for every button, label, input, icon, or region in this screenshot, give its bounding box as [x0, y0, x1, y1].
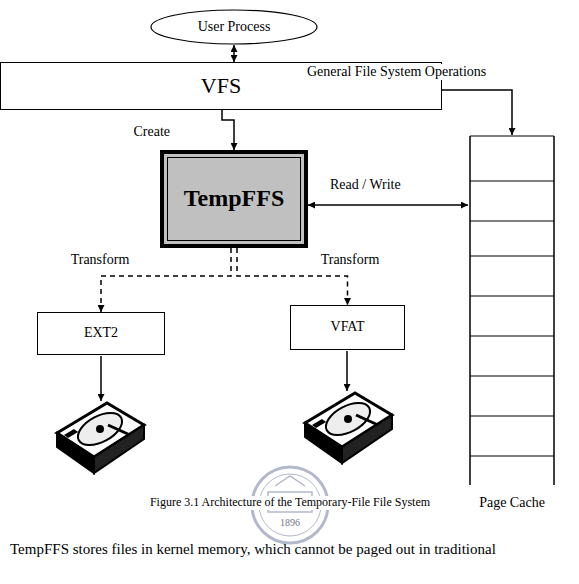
- node-text: User Process: [198, 19, 271, 35]
- connector-arrow: [442, 90, 512, 135]
- edge-label: Read / Write: [328, 177, 403, 193]
- page-cache-stack: Page Cache: [468, 135, 556, 520]
- process-ellipse: User Process: [150, 9, 318, 45]
- node-text: TempFFS: [184, 185, 284, 213]
- disk-arrow: [346, 351, 348, 391]
- hard-disk-icon: [305, 393, 392, 463]
- hard-disk-icon: [57, 403, 144, 473]
- edge-label: Transform: [69, 252, 132, 268]
- connector-arrow: [233, 45, 235, 62]
- watermark-text: 1896: [280, 517, 300, 529]
- edge-label: Transform: [319, 252, 382, 268]
- edge-label: General File System Operations: [305, 64, 488, 80]
- figure-caption: Figure 3.1 Architecture of the Temporary…: [148, 496, 432, 510]
- disk-arrow: [100, 356, 102, 401]
- node-text: VFS: [201, 73, 241, 98]
- connector-arrow: [222, 110, 234, 150]
- stack-outline: [468, 135, 556, 485]
- body-paragraph: TempFFS stores files in kernel memory, w…: [10, 541, 496, 558]
- filesystem-box: VFAT: [290, 305, 405, 350]
- filesystem-box: EXT2: [37, 312, 165, 355]
- node-text: Page Cache: [479, 495, 545, 511]
- node-text: VFAT: [331, 319, 365, 335]
- connector-arrow: [308, 204, 468, 206]
- node-text: EXT2: [84, 325, 118, 341]
- edge-label: Create: [131, 124, 172, 140]
- tempffs-box: TempFFS: [160, 150, 308, 248]
